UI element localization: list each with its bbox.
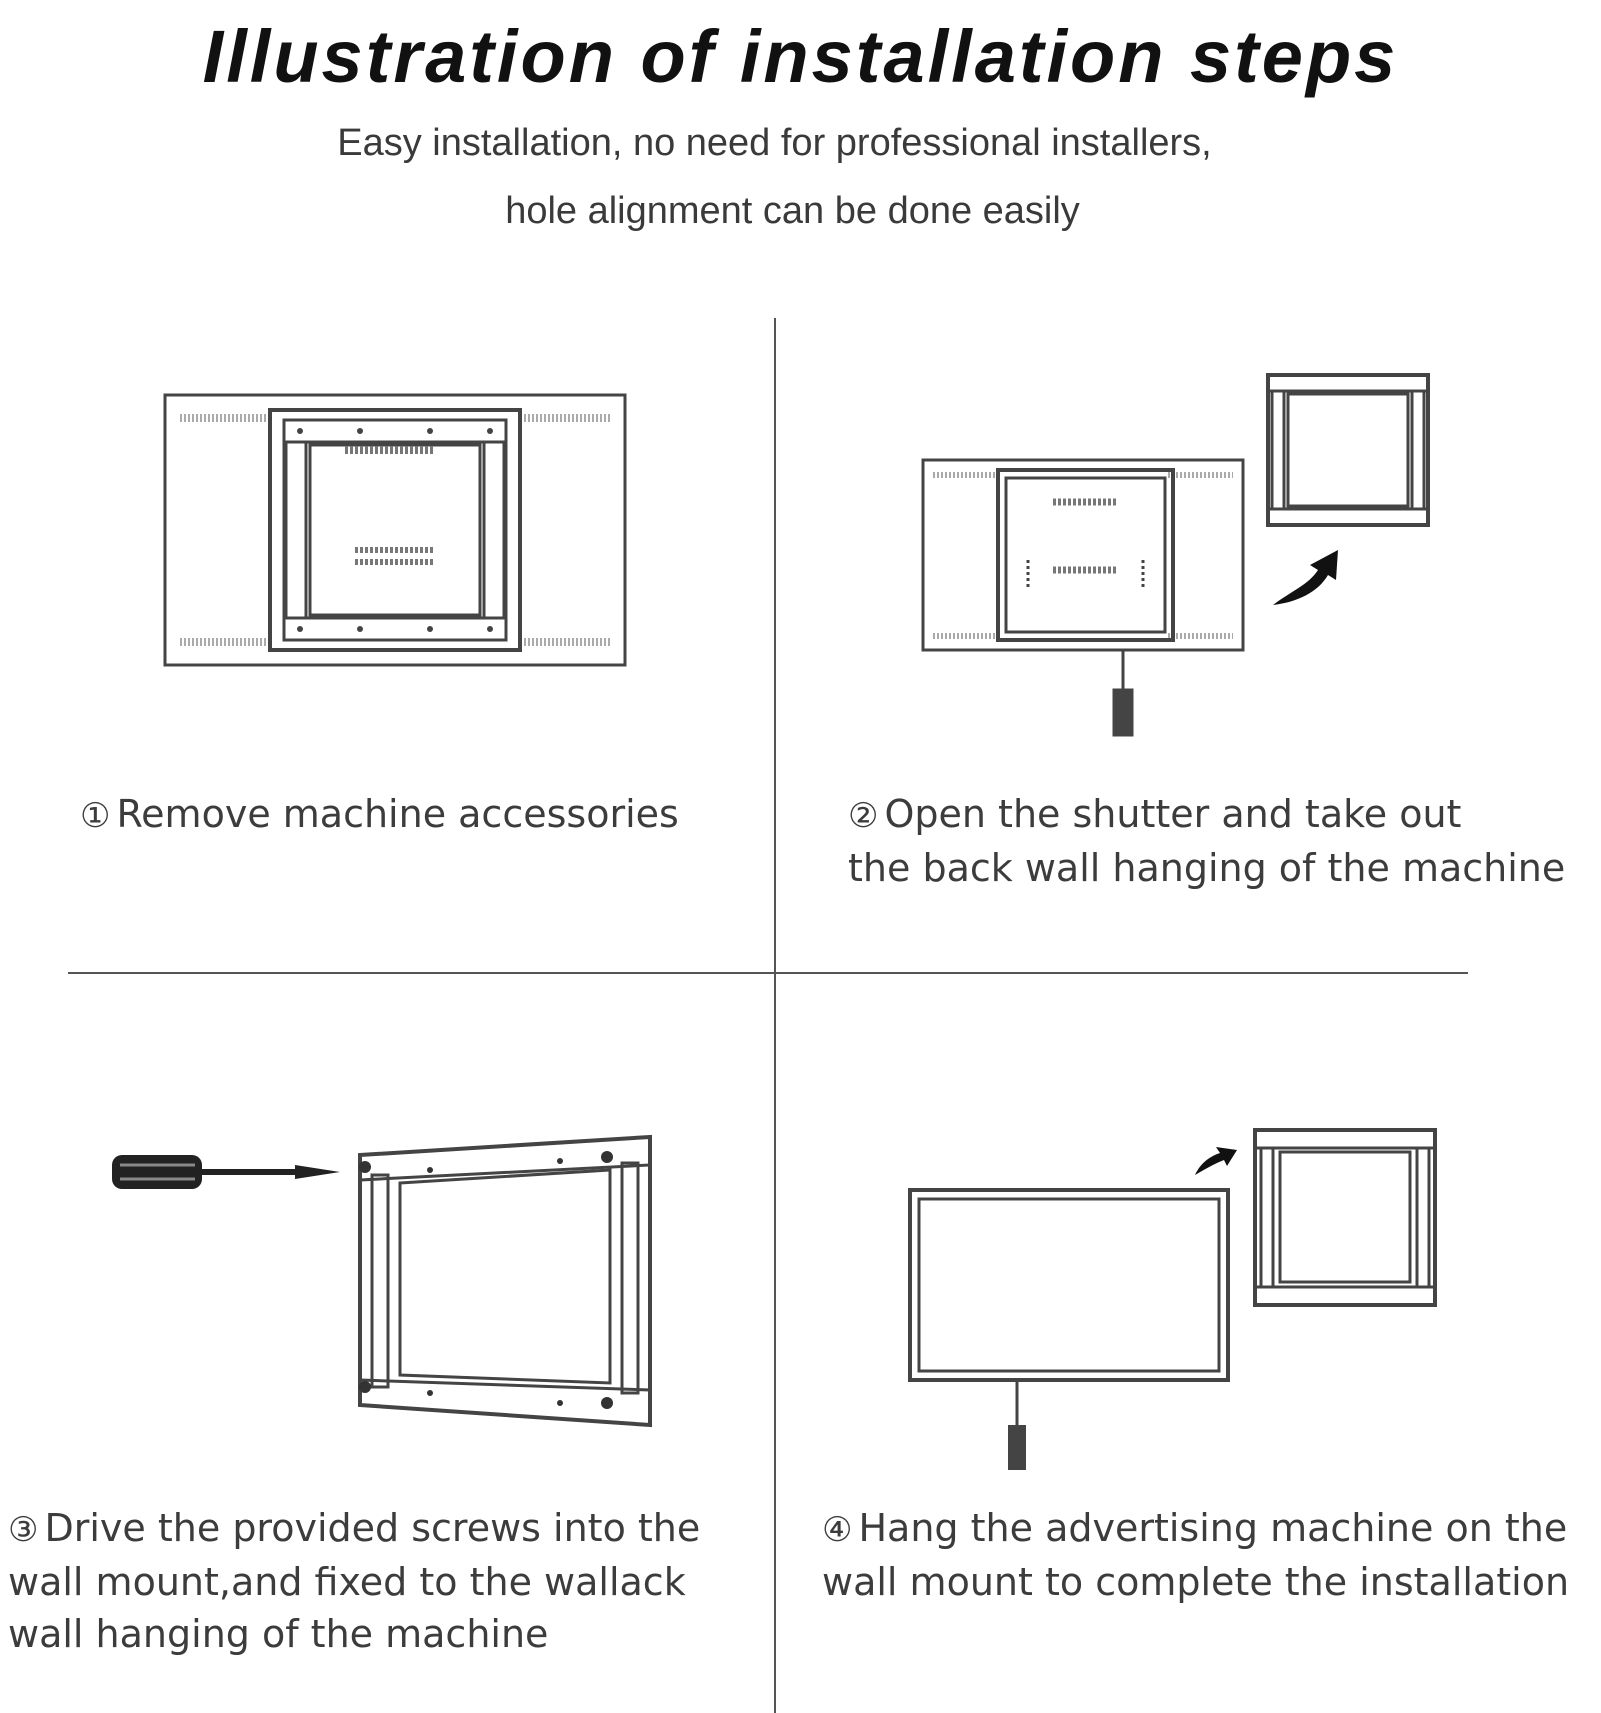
bracket-removal-icon [921,373,1430,737]
step-3-number: ③ [8,1510,39,1550]
page-title: Illustration of installation steps [202,15,1399,98]
step-4-line-2: wall mount to complete the installation [822,1560,1570,1604]
step-4-number: ④ [822,1510,853,1550]
step-2-line-2: the back wall hanging of the machine [848,846,1566,890]
screwdriver-bracket-icon [112,1134,652,1428]
horizontal-divider [68,972,1468,974]
tv-back-with-bracket-icon [163,393,627,667]
hang-machine-icon [908,1128,1437,1470]
step-2-number: ② [848,796,879,836]
vertical-divider [774,318,776,1713]
step-3-line-2: wall mount,and fixed to the wallack [8,1560,686,1604]
step-1-number: ① [80,796,111,836]
step-3-line-3: wall hanging of the machine [8,1612,549,1656]
subtitle-line-2: hole alignment can be done easily [505,190,1080,232]
subtitle-line-1: Easy installation, no need for professio… [337,122,1212,164]
